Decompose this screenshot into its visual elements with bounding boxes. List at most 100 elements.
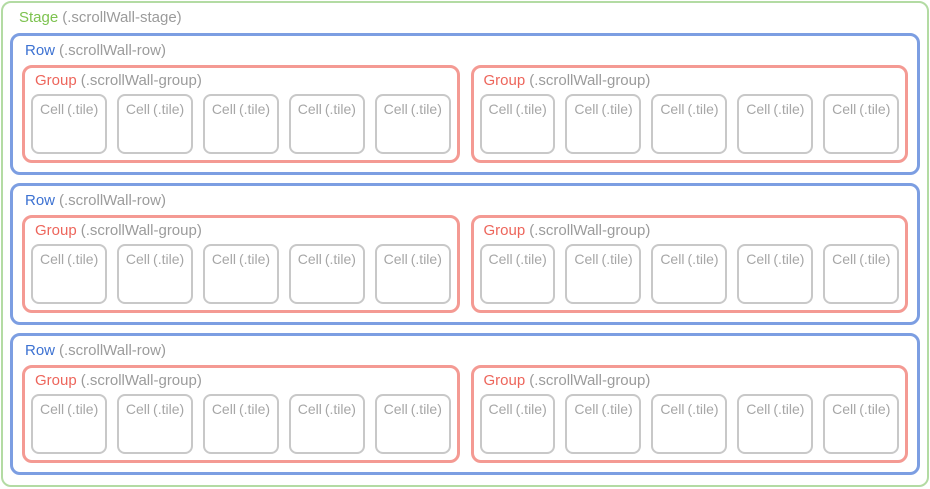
row-container: Row(.scrollWall-row) Group(.scrollWall-g…: [10, 333, 920, 475]
row-label: Row(.scrollWall-row): [25, 191, 908, 210]
cell-class-label: (.tile): [515, 251, 547, 267]
cell-label: Cell(.tile): [574, 400, 635, 418]
cell-tile: Cell(.tile): [116, 394, 193, 454]
cell-class-label: (.tile): [410, 101, 442, 117]
stage-label: Stage(.scrollWall-stage): [19, 8, 920, 27]
cell-label: Cell(.tile): [489, 400, 550, 418]
cell-label: Cell(.tile): [746, 100, 807, 118]
group-class-label: (.scrollWall-group): [529, 372, 651, 389]
cell-name-label: Cell: [574, 251, 599, 267]
cell-name-label: Cell: [211, 251, 236, 267]
cell-class-label: (.tile): [153, 101, 185, 117]
cell-class-label: (.tile): [67, 101, 99, 117]
cell-name-label: Cell: [746, 251, 771, 267]
cell-name-label: Cell: [832, 101, 857, 117]
cell-class-label: (.tile): [153, 251, 185, 267]
cell-class-label: (.tile): [687, 401, 719, 417]
cell-label: Cell(.tile): [126, 250, 187, 268]
cell-name-label: Cell: [488, 101, 513, 117]
cell-label: Cell(.tile): [746, 250, 807, 268]
group-class-label: (.scrollWall-group): [80, 372, 202, 389]
cell-tile: Cell(.tile): [737, 94, 814, 154]
cell-name-label: Cell: [125, 401, 151, 417]
group-container: Group(.scrollWall-group) Cell(.tile) Cel…: [470, 365, 908, 463]
cell-tile: Cell(.tile): [374, 94, 451, 154]
cell-label: Cell(.tile): [212, 100, 273, 118]
cell-name-label: Cell: [832, 401, 857, 417]
cell-label: Cell(.tile): [574, 250, 635, 268]
cell-class-label: (.tile): [515, 401, 547, 417]
cell-name-label: Cell: [383, 401, 408, 417]
cell-tile: Cell(.tile): [823, 244, 900, 304]
group-name-label: Group: [35, 72, 77, 89]
cell-tile: Cell(.tile): [565, 94, 642, 154]
row-class-label: (.scrollWall-row): [59, 42, 166, 59]
cell-tile: Cell(.tile): [202, 94, 279, 154]
cell-tile: Cell(.tile): [31, 244, 107, 304]
cell-label: Cell(.tile): [212, 400, 273, 418]
cell-class-label: (.tile): [410, 251, 442, 267]
cell-class-label: (.tile): [67, 251, 99, 267]
cells-container: Cell(.tile) Cell(.tile) Cell(.tile) Cell…: [31, 94, 451, 154]
cell-label: Cell(.tile): [298, 100, 359, 118]
cell-class-label: (.tile): [601, 251, 633, 267]
cell-name-label: Cell: [125, 101, 151, 117]
row-label: Row(.scrollWall-row): [25, 41, 908, 60]
row-class-label: (.scrollWall-row): [59, 342, 166, 359]
rows-container: Row(.scrollWall-row) Group(.scrollWall-g…: [10, 33, 920, 475]
cell-class-label: (.tile): [601, 101, 633, 117]
cell-name-label: Cell: [746, 401, 771, 417]
cell-name-label: Cell: [660, 251, 685, 267]
cell-name-label: Cell: [383, 251, 408, 267]
group-name-label: Group: [483, 372, 526, 389]
group-container: Group(.scrollWall-group) Cell(.tile) Cel…: [470, 65, 908, 163]
cell-name-label: Cell: [211, 401, 236, 417]
group-container: Group(.scrollWall-group) Cell(.tile) Cel…: [470, 215, 908, 313]
group-class-label: (.scrollWall-group): [529, 72, 651, 89]
cell-class-label: (.tile): [687, 251, 719, 267]
group-label: Group(.scrollWall-group): [484, 372, 900, 390]
cell-name-label: Cell: [297, 101, 322, 117]
cell-class-label: (.tile): [238, 101, 271, 117]
cell-name-label: Cell: [297, 401, 322, 417]
cell-tile: Cell(.tile): [823, 94, 900, 154]
group-class-label: (.scrollWall-group): [529, 222, 651, 239]
cell-label: Cell(.tile): [489, 250, 550, 268]
group-name-label: Group: [483, 72, 526, 89]
cell-class-label: (.tile): [67, 401, 99, 417]
cell-class-label: (.tile): [859, 251, 891, 267]
cell-label: Cell(.tile): [212, 250, 273, 268]
group-name-label: Group: [35, 372, 77, 389]
row-container: Row(.scrollWall-row) Group(.scrollWall-g…: [10, 33, 920, 175]
cell-label: Cell(.tile): [660, 250, 721, 268]
cell-class-label: (.tile): [773, 401, 805, 417]
group-name-label: Group: [483, 222, 526, 239]
cell-name-label: Cell: [40, 251, 65, 267]
cell-tile: Cell(.tile): [288, 394, 365, 454]
cell-name-label: Cell: [125, 251, 151, 267]
cell-class-label: (.tile): [859, 101, 891, 117]
cell-name-label: Cell: [660, 101, 685, 117]
group-container: Group(.scrollWall-group) Cell(.tile) Cel…: [22, 215, 460, 313]
cell-tile: Cell(.tile): [737, 394, 814, 454]
cells-container: Cell(.tile) Cell(.tile) Cell(.tile) Cell…: [479, 394, 900, 454]
cell-label: Cell(.tile): [298, 250, 359, 268]
cell-label: Cell(.tile): [40, 250, 101, 268]
cell-class-label: (.tile): [238, 251, 271, 267]
cell-label: Cell(.tile): [660, 400, 721, 418]
cell-tile: Cell(.tile): [202, 394, 279, 454]
cells-container: Cell(.tile) Cell(.tile) Cell(.tile) Cell…: [31, 394, 451, 454]
cell-tile: Cell(.tile): [823, 394, 900, 454]
cell-class-label: (.tile): [515, 101, 547, 117]
cell-name-label: Cell: [488, 401, 513, 417]
cell-label: Cell(.tile): [40, 100, 101, 118]
cell-label: Cell(.tile): [384, 250, 445, 268]
group-label: Group(.scrollWall-group): [35, 222, 451, 240]
group-class-label: (.scrollWall-group): [80, 222, 202, 239]
cell-tile: Cell(.tile): [288, 94, 365, 154]
cell-class-label: (.tile): [324, 251, 356, 267]
group-label: Group(.scrollWall-group): [484, 72, 900, 90]
cell-tile: Cell(.tile): [479, 94, 556, 154]
row-class-label: (.scrollWall-row): [59, 192, 166, 209]
